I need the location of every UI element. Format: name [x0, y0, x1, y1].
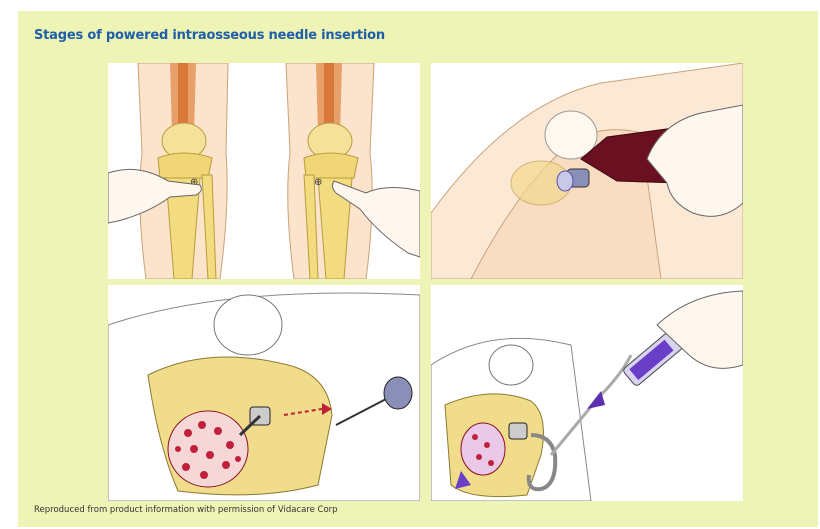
figure-title: Stages of powered intraosseous needle in…	[34, 28, 385, 43]
syringe-infusion-icon	[431, 285, 743, 501]
needle-in-marrow-icon	[108, 285, 420, 501]
svg-text:⊕: ⊕	[314, 177, 322, 188]
panel-syringe-flush	[431, 285, 743, 501]
panel-locate-site: ⊕ ⊕	[108, 63, 420, 279]
power-driver-icon	[431, 63, 743, 279]
finger-palpating-tibia-icon: ⊕ ⊕	[108, 63, 420, 279]
panel-needle-in-bone	[108, 285, 420, 501]
figure-card: Stages of powered intraosseous needle in…	[18, 11, 818, 527]
figure-credit: Reproduced from product information with…	[34, 505, 338, 515]
panel-powered-driver	[431, 63, 743, 279]
